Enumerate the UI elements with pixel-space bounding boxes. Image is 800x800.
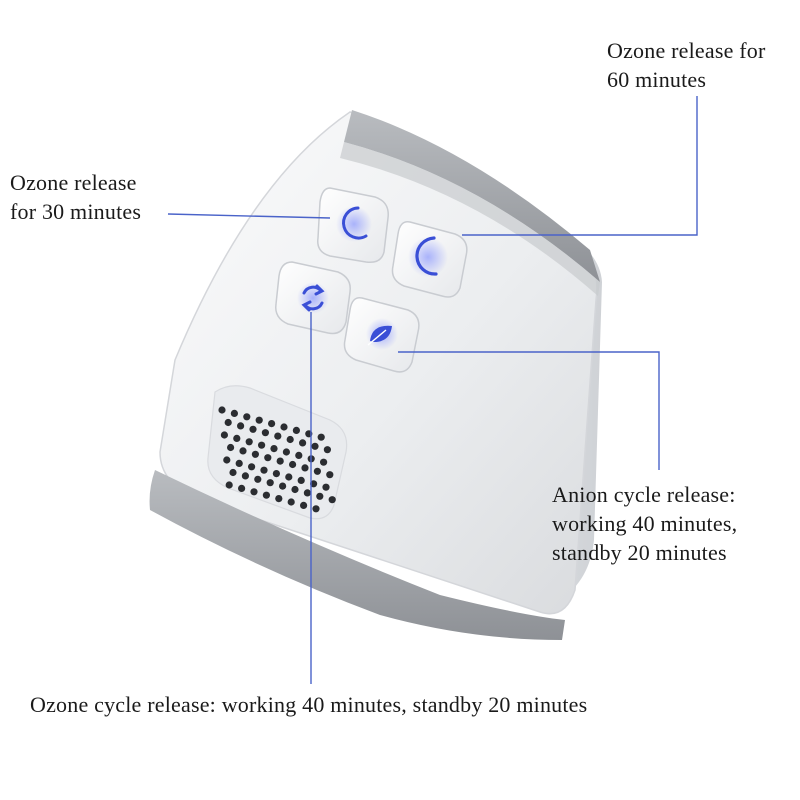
grille-hole bbox=[326, 471, 334, 479]
grille-hole bbox=[243, 413, 251, 421]
callout-lines bbox=[167, 96, 698, 684]
grille-hole bbox=[289, 460, 297, 469]
grille-hole bbox=[235, 459, 243, 467]
grille-hole bbox=[241, 472, 249, 480]
grille-hole bbox=[320, 458, 328, 466]
grille-hole bbox=[291, 485, 299, 494]
grille-hole bbox=[270, 445, 278, 453]
grille-hole bbox=[254, 475, 262, 483]
grille-hole bbox=[280, 423, 288, 431]
grille-hole bbox=[316, 492, 324, 500]
grille-hole bbox=[279, 482, 287, 490]
grille-hole bbox=[245, 438, 253, 446]
grille-hole bbox=[237, 422, 245, 430]
grille-hole bbox=[227, 443, 235, 452]
grille-hole bbox=[323, 446, 331, 454]
grille-hole bbox=[233, 434, 241, 442]
grille-hole bbox=[255, 416, 263, 424]
grille-hole bbox=[264, 454, 272, 462]
grille-hole bbox=[274, 432, 282, 440]
grille-hole bbox=[248, 463, 256, 471]
grille-hole bbox=[251, 450, 259, 458]
grille-hole bbox=[262, 491, 270, 499]
ozone-cycle-label: Ozone cycle release: working 40 minutes,… bbox=[30, 692, 588, 717]
grille-hole bbox=[223, 456, 231, 464]
grille-hole bbox=[313, 467, 321, 475]
grille-hole bbox=[310, 480, 318, 488]
grille-hole bbox=[218, 406, 226, 414]
grille-hole bbox=[272, 470, 280, 478]
grille-hole bbox=[282, 448, 290, 456]
grille-hole bbox=[261, 429, 269, 437]
grille-hole bbox=[297, 476, 305, 484]
cycle-arrows-icon bbox=[301, 284, 325, 312]
grille-hole bbox=[303, 489, 311, 497]
grille-hole bbox=[286, 435, 294, 444]
grille-hole bbox=[276, 457, 284, 465]
grille-hole bbox=[239, 447, 247, 455]
grille-hole bbox=[260, 466, 268, 474]
grille-hole bbox=[275, 495, 283, 503]
grille-hole bbox=[312, 505, 320, 513]
grille-hole bbox=[322, 483, 330, 491]
grille-hole bbox=[295, 451, 303, 459]
anion-cycle-button[interactable] bbox=[343, 297, 420, 373]
grille-hole bbox=[238, 484, 246, 492]
grille-hole bbox=[268, 420, 276, 428]
grille-hole bbox=[250, 488, 258, 496]
crescent-small-icon bbox=[342, 206, 368, 240]
grille-hole bbox=[220, 431, 228, 439]
ozone-30-label: Ozone release for 30 minutes bbox=[10, 170, 142, 224]
ozone-60-button[interactable] bbox=[391, 221, 468, 298]
grille-hole bbox=[328, 496, 336, 504]
anion-cycle-label: Anion cycle release: working 40 minutes,… bbox=[552, 482, 738, 565]
device-bottom-cap bbox=[149, 470, 566, 640]
crescent-large-icon bbox=[415, 236, 438, 276]
grille-hole bbox=[285, 473, 293, 481]
grille-hole bbox=[266, 479, 274, 487]
ozone-30-button[interactable] bbox=[317, 187, 389, 264]
grille-hole bbox=[287, 498, 295, 506]
grille-hole bbox=[317, 433, 325, 441]
grille-hole bbox=[299, 439, 307, 447]
grille-hole bbox=[301, 464, 309, 472]
callout-line-anion bbox=[398, 351, 660, 470]
grille-hole bbox=[292, 426, 300, 434]
callout-line-60 bbox=[462, 96, 698, 236]
callout-line-30 bbox=[167, 213, 331, 219]
grille-hole bbox=[300, 501, 308, 509]
ozone-cycle-button[interactable] bbox=[275, 261, 351, 335]
grille-hole bbox=[258, 441, 266, 449]
grille-hole bbox=[311, 442, 319, 450]
ozone-60-label: Ozone release for 60 minutes bbox=[607, 38, 766, 92]
grille-hole bbox=[230, 409, 238, 417]
speaker-grille bbox=[218, 406, 336, 513]
grille-hole bbox=[225, 481, 233, 489]
grille-hole bbox=[229, 468, 237, 477]
grille-hole bbox=[224, 418, 232, 427]
grille-hole bbox=[249, 425, 257, 433]
device-top-cap bbox=[344, 110, 600, 282]
